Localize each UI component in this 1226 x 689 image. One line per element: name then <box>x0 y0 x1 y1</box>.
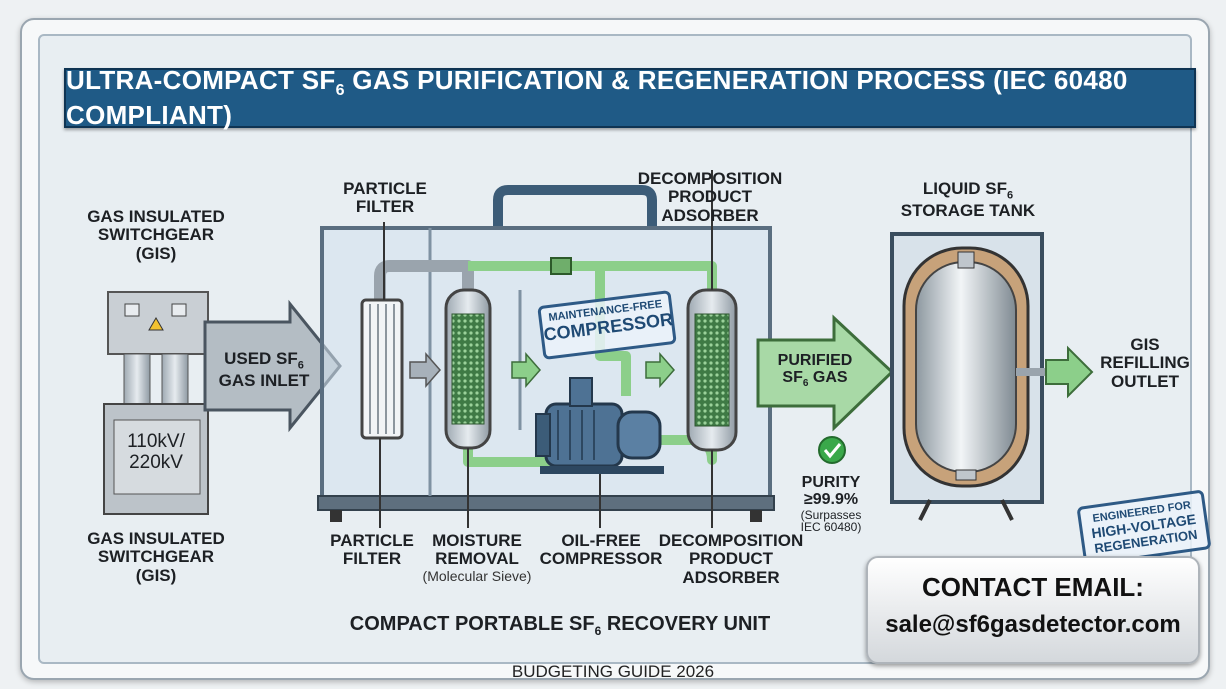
footer-caption: BUDGETING GUIDE 2026 <box>511 662 715 681</box>
inlet-label: USED SF6 GAS INLET <box>218 349 310 391</box>
purity-label: PURITY ≥99.9% (Surpasses IEC 60480) <box>800 474 862 535</box>
gis-switchgear <box>103 291 209 515</box>
flow-arrow-1 <box>409 352 441 388</box>
tank-label: LIQUID SF6 STORAGE TANK <box>900 179 1036 221</box>
oil-free-compressor <box>535 377 664 528</box>
moisture-removal-vessel <box>444 288 492 528</box>
purified-gas-label: PURIFIED SF6 GAS <box>777 352 853 390</box>
title-banner: ULTRA-COMPACT SF6 GAS PURIFICATION & REG… <box>64 64 1196 131</box>
contact-title: CONTACT EMAIL: <box>922 572 1144 602</box>
flow-arrow-2 <box>511 352 541 388</box>
outlet-arrow <box>1045 345 1094 399</box>
gis-voltage-label: 110kV/220kV <box>127 431 185 473</box>
purified-gas-arrow <box>756 314 895 432</box>
check-icon <box>818 436 846 464</box>
decomposition-adsorber-vessel <box>686 170 738 528</box>
contact-panel: CONTACT EMAIL: sale@sf6gasdetector.com <box>866 556 1200 664</box>
liquid-storage-tank <box>890 232 1058 521</box>
flow-arrow-3 <box>645 352 675 388</box>
particle-filter-cartridge <box>360 298 404 528</box>
page-title: ULTRA-COMPACT SF6 GAS PURIFICATION & REG… <box>66 64 1128 131</box>
inlet-arrow <box>203 299 342 433</box>
contact-email-link[interactable]: sale@sf6gasdetector.com <box>885 611 1181 638</box>
unit-caption: COMPACT PORTABLE SF6 RECOVERY UNIT <box>349 613 771 638</box>
